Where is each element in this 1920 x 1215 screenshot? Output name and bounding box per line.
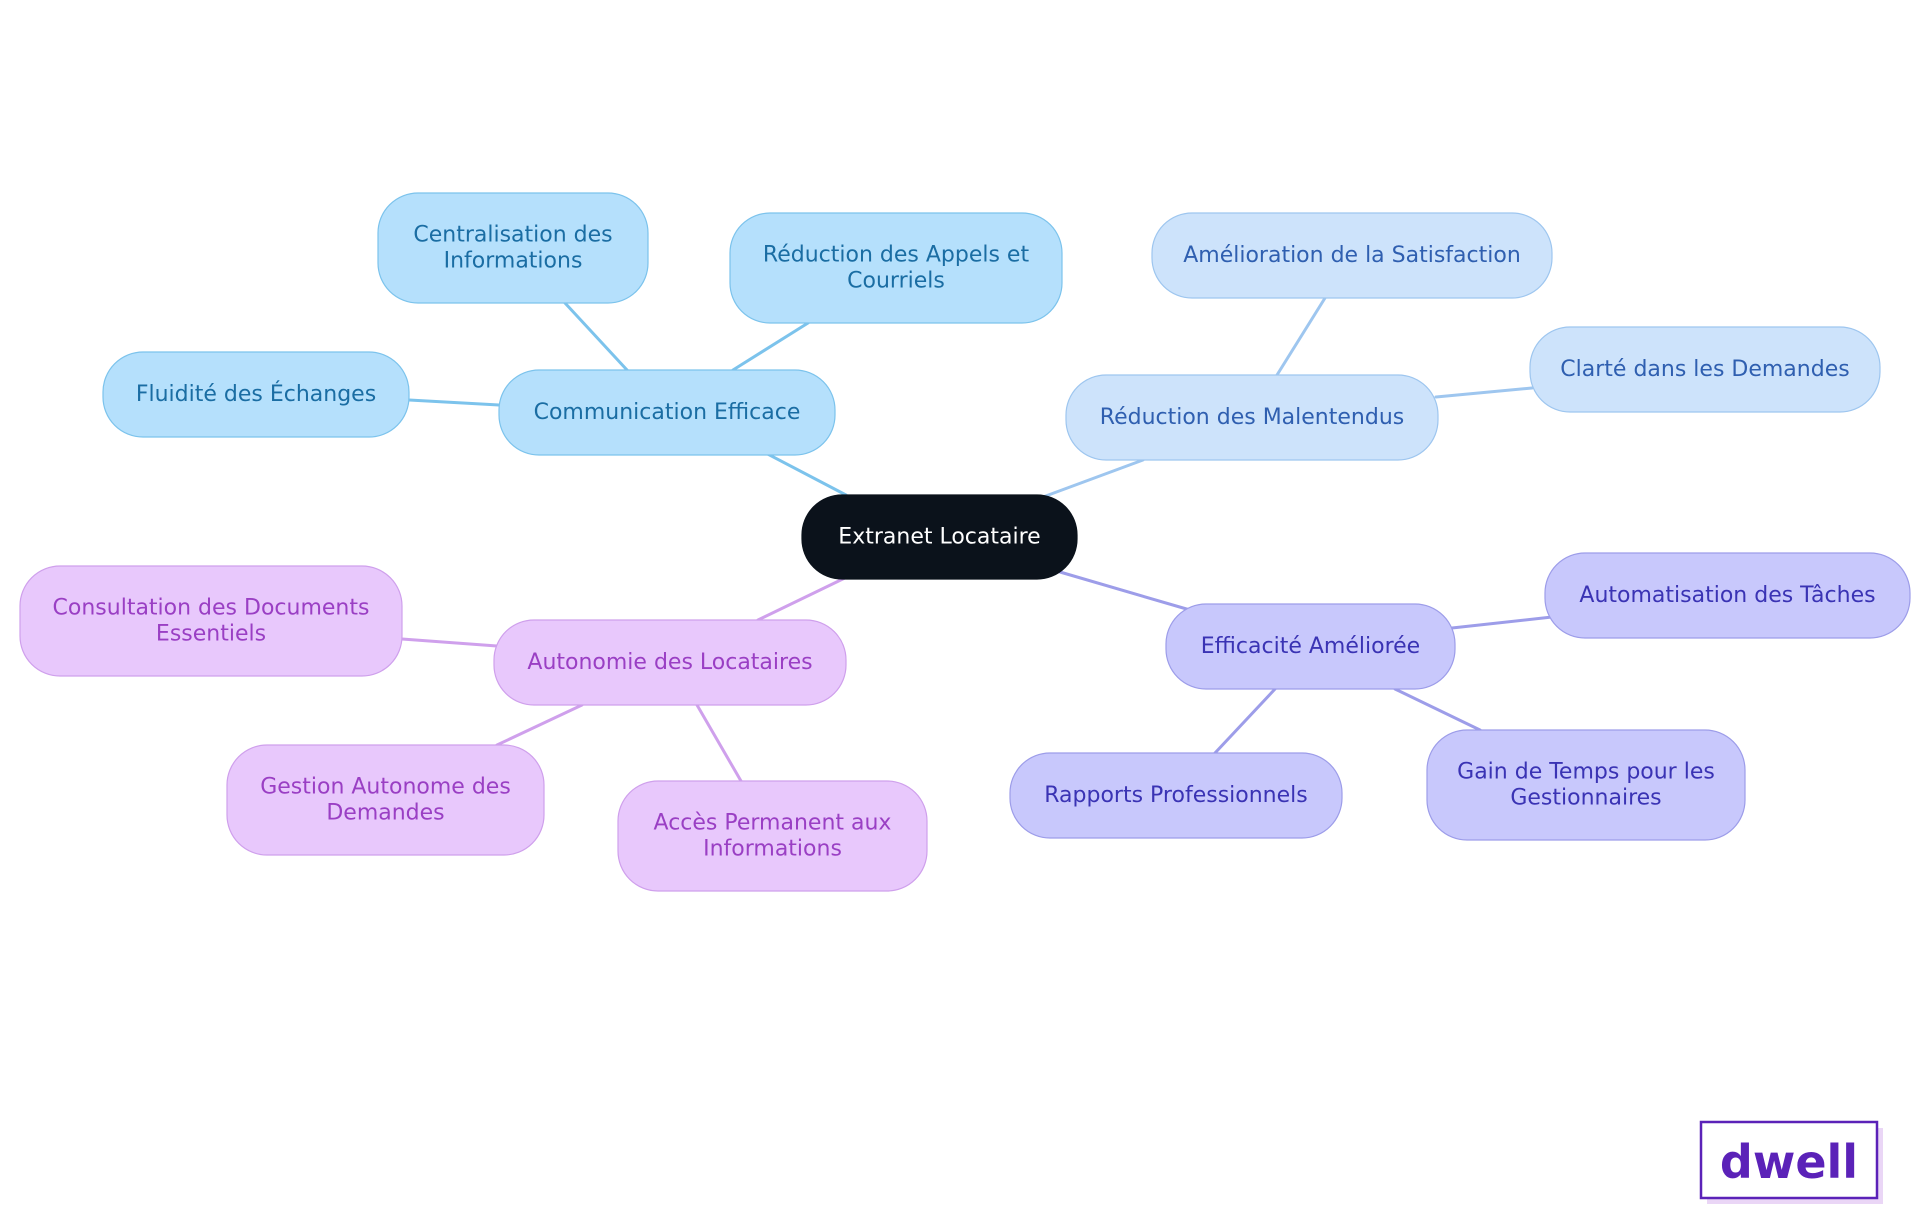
node-box-autonomie: [493, 619, 847, 706]
node-label-autonomie: Autonomie des Locataires: [527, 650, 812, 675]
edge-rapports-to-efficacite: [1213, 687, 1277, 755]
node-label-communication: Communication Efficace: [534, 400, 801, 425]
edge-reduction-appels-to-communication: [731, 321, 810, 372]
node-box-automatisation: [1544, 552, 1911, 639]
node-box-communication: [498, 369, 836, 456]
node-automatisation: Automatisation des Tâches: [1544, 552, 1911, 639]
node-label-reduction-appels-line-2: Courriels: [847, 269, 945, 294]
logo-frame: [1699, 1120, 1879, 1200]
node-label-consultation-line-1: Consultation des Documents: [53, 596, 370, 621]
node-box-fluidite: [102, 351, 410, 438]
node-label-gain-temps-line-1: Gain de Temps pour les: [1457, 760, 1715, 785]
edge-communication-to-root: [758, 448, 848, 497]
node-box-reduction-appels: [729, 212, 1063, 324]
edge-satisfaction-to-malentendus: [1275, 296, 1327, 377]
dwell-logo: dwell: [1699, 1120, 1883, 1204]
edges: [400, 296, 1554, 783]
node-box-root: [801, 494, 1078, 580]
node-autonomie: Autonomie des Locataires: [493, 619, 847, 706]
node-efficacite: Efficacité Améliorée: [1165, 603, 1456, 690]
edge-centralisation-to-communication: [563, 301, 629, 372]
node-label-automatisation: Automatisation des Tâches: [1579, 583, 1875, 608]
node-rapports: Rapports Professionnels: [1009, 752, 1343, 839]
edge-automatisation-to-efficacite: [1450, 615, 1554, 630]
logo-text: dwell: [1720, 1135, 1858, 1189]
node-box-clarte: [1529, 326, 1881, 413]
node-label-clarte: Clarté dans les Demandes: [1560, 357, 1849, 382]
node-label-gestion-line-1: Gestion Autonome des: [260, 775, 511, 800]
edge-clarte-to-malentendus: [1434, 386, 1534, 399]
node-label-acces-line-1: Accès Permanent aux: [654, 811, 892, 836]
edge-acces-to-autonomie: [695, 703, 743, 783]
node-box-consultation: [19, 565, 403, 677]
node-satisfaction: Amélioration de la Satisfaction: [1151, 212, 1553, 299]
node-label-consultation-line-2: Essentiels: [156, 622, 266, 647]
edge-malentendus-to-root: [1041, 458, 1145, 499]
node-box-malentendus: [1065, 374, 1439, 461]
node-label-satisfaction: Amélioration de la Satisfaction: [1183, 243, 1521, 268]
node-label-fluidite: Fluidité des Échanges: [136, 381, 376, 407]
node-label-centralisation-line-2: Informations: [444, 249, 583, 274]
node-root: Extranet Locataire: [801, 494, 1078, 580]
node-label-rapports: Rapports Professionnels: [1044, 783, 1307, 808]
node-box-gain-temps: [1426, 729, 1746, 841]
node-label-reduction-appels-line-1: Réduction des Appels et: [763, 243, 1030, 268]
node-box-gestion: [226, 744, 545, 856]
edge-gain-temps-to-efficacite: [1393, 687, 1482, 732]
node-box-satisfaction: [1151, 212, 1553, 299]
node-fluidite: Fluidité des Échanges: [102, 351, 410, 438]
node-clarte: Clarté dans les Demandes: [1529, 326, 1881, 413]
edge-gestion-to-autonomie: [495, 703, 584, 747]
node-label-efficacite: Efficacité Améliorée: [1201, 634, 1420, 659]
nodes: Extranet Locataire Communication Efficace…: [19, 192, 1911, 892]
node-malentendus: Réduction des Malentendus: [1065, 374, 1439, 461]
edge-autonomie-to-root: [756, 574, 851, 622]
node-label-malentendus: Réduction des Malentendus: [1100, 405, 1404, 430]
node-label-gestion-line-2: Demandes: [326, 801, 444, 826]
node-label-centralisation-line-1: Centralisation des: [413, 223, 612, 248]
node-box-centralisation: [377, 192, 649, 304]
node-box-acces: [617, 780, 928, 892]
node-label-acces-line-2: Informations: [703, 837, 842, 862]
node-box-rapports: [1009, 752, 1343, 839]
node-label-root: Extranet Locataire: [838, 525, 1040, 550]
edge-fluidite-to-communication: [407, 398, 501, 407]
edge-consultation-to-autonomie: [400, 637, 499, 648]
node-box-efficacite: [1165, 603, 1456, 690]
node-label-gain-temps-line-2: Gestionnaires: [1510, 786, 1661, 811]
node-communication: Communication Efficace: [498, 369, 836, 456]
edge-efficacite-to-root: [1058, 570, 1192, 612]
